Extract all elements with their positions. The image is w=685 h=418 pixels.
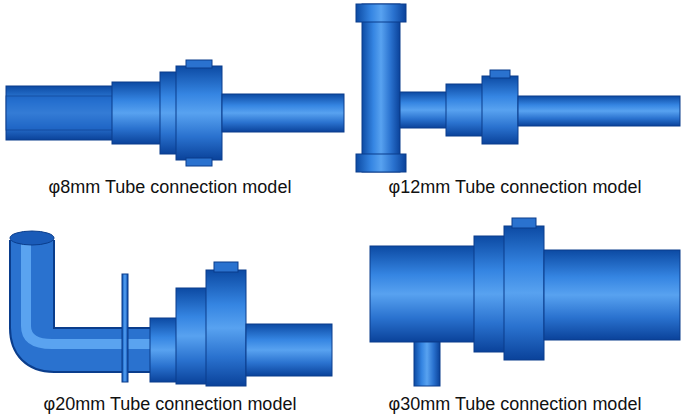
- tube-12mm: [356, 4, 680, 172]
- caption-label: φ12mm Tube connection model: [389, 176, 642, 198]
- caption-label: φ20mm Tube connection model: [44, 393, 297, 415]
- caption-label: φ30mm Tube connection model: [389, 393, 642, 415]
- tube-20mm: [10, 231, 332, 386]
- tube-8mm: [6, 60, 344, 166]
- caption-label: φ8mm Tube connection model: [49, 176, 292, 198]
- tube-30mm: [370, 218, 680, 386]
